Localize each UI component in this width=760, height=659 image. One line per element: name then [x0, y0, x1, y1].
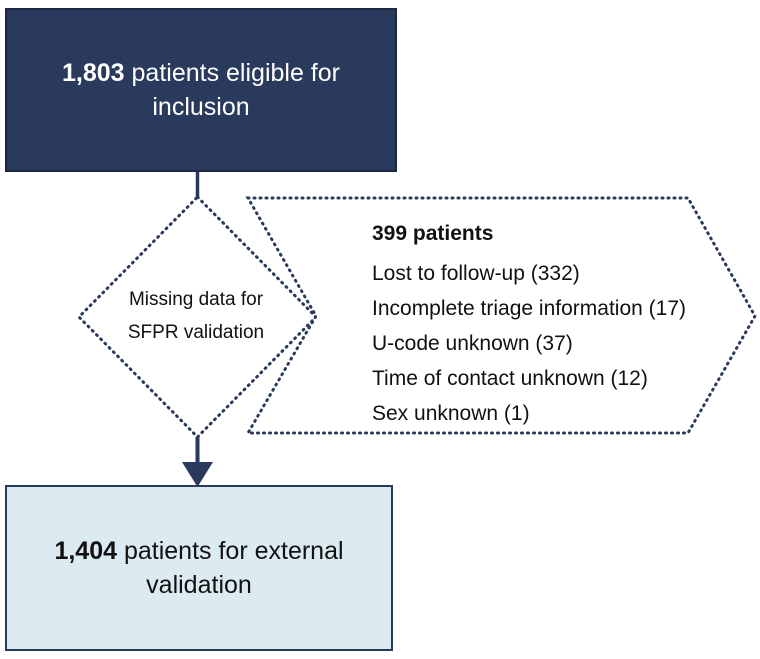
validation-count: 1,404	[54, 537, 118, 565]
connector-diamond-to-bottom-arrowhead	[182, 462, 213, 487]
eligible-count: 1,803	[62, 59, 125, 87]
callout-item-lost-to-followup: Lost to follow-up (332)	[372, 262, 580, 285]
callout-item-incomplete-triage: Incomplete triage information (17)	[372, 297, 686, 320]
box-eligible-patients-text: 1,803 patients eligible for inclusion	[7, 56, 395, 124]
callout-item-sex-unknown: Sex unknown (1)	[372, 402, 530, 425]
callout-item-time-of-contact-unknown: Time of contact unknown (12)	[372, 367, 648, 390]
box-external-validation: 1,404 patients for external validation	[5, 485, 393, 651]
box-eligible-patients: 1,803 patients eligible for inclusion	[5, 8, 397, 172]
decision-diamond-line-1: Missing data for	[128, 289, 264, 310]
callout-excluded-patients: 399 patients Lost to follow-up (332) Inc…	[372, 218, 712, 431]
callout-header: 399 patients	[372, 222, 494, 245]
validation-label: patients for external validation	[117, 537, 344, 599]
eligible-label: patients eligible for inclusion	[124, 59, 340, 121]
decision-diamond-line-2: SFPR validation	[127, 322, 265, 343]
box-external-validation-text: 1,404 patients for external validation	[7, 534, 391, 602]
decision-diamond-label: Missing data for SFPR validation	[96, 283, 296, 349]
callout-item-ucode-unknown: U-code unknown (37)	[372, 332, 573, 355]
